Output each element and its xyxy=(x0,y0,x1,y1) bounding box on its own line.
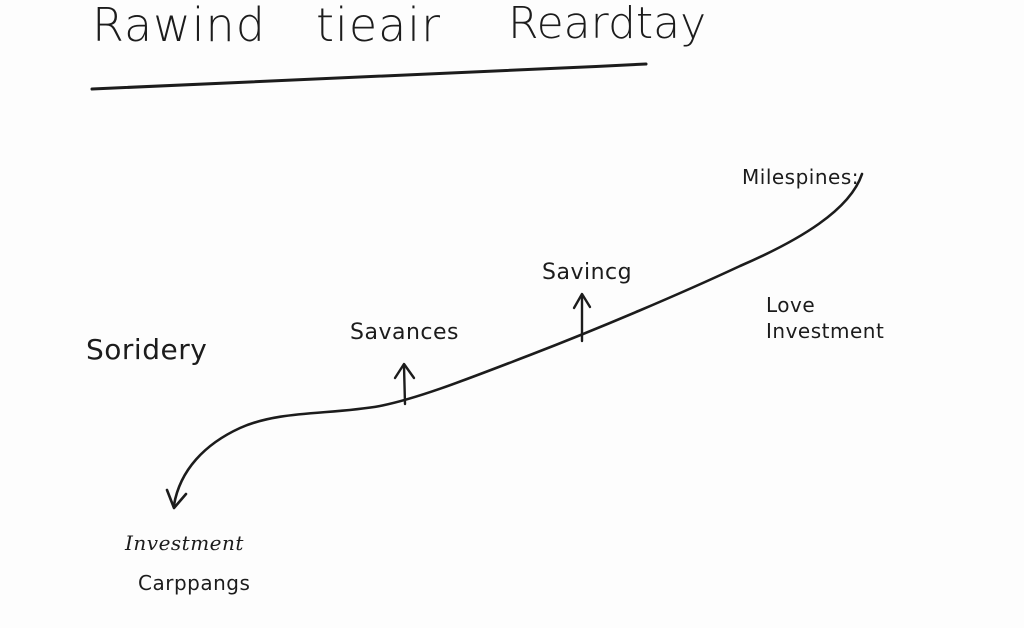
label-love: Love xyxy=(766,293,816,317)
label-savincg: Savincg xyxy=(542,260,633,285)
title-word-3: Reardtay xyxy=(508,0,707,49)
label-savances: Savances xyxy=(350,320,459,345)
title-word-2: tieair xyxy=(316,0,441,52)
label-soridery: Soridery xyxy=(86,333,208,366)
label-milestones: Milespines: xyxy=(742,165,859,189)
label-investment: Investment xyxy=(125,531,244,555)
savincg-arrow-head xyxy=(572,292,592,310)
growth-curve xyxy=(172,172,864,507)
title-underline xyxy=(90,62,648,91)
label-love-investment: Investment xyxy=(766,319,885,343)
savances-arrow-head xyxy=(393,362,416,380)
title-word-1: Rawind xyxy=(92,0,266,52)
curve-arrowhead xyxy=(165,488,188,510)
savances-arrow-shaft xyxy=(402,364,407,406)
label-campaigns: Carppangs xyxy=(138,571,251,595)
